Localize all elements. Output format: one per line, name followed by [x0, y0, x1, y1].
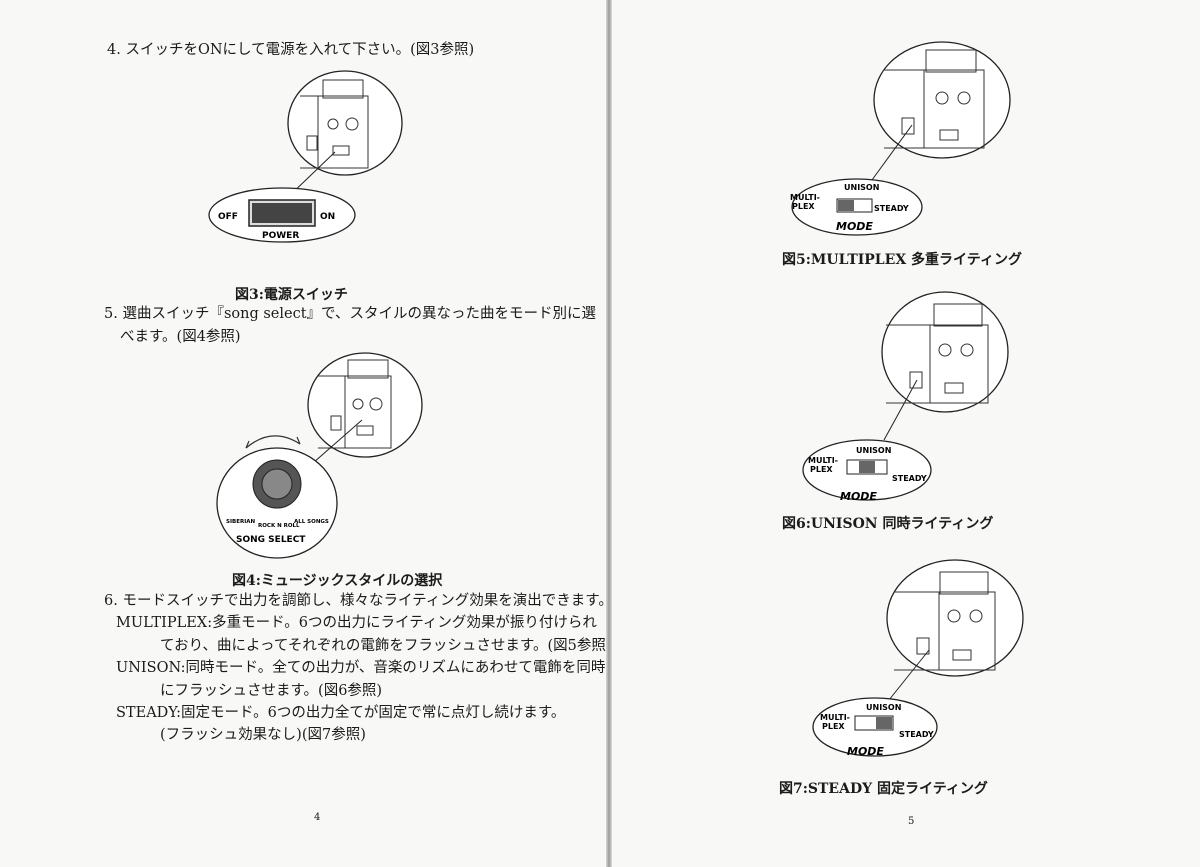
left-page: 4. スイッチをONにして電源を入れて下さい。(図3参照) OFF ON POW…	[104, 42, 613, 823]
fig5-multi-label: MULTI-	[790, 193, 820, 202]
fig7-multi-label: MULTI-	[820, 713, 850, 722]
steady-line-1: STEADY:固定モード。6つの出力全てが固定で常に点灯し続けます。	[116, 705, 566, 721]
page-number-left: 4	[314, 812, 321, 823]
fig3-power-label: POWER	[262, 231, 299, 241]
fig6-steady-label: STEADY	[892, 474, 927, 483]
book-gutter	[606, 0, 612, 867]
fig7-plex-label: PLEX	[822, 722, 845, 731]
fig3-on-label: ON	[320, 212, 335, 222]
page-number-right: 5	[908, 816, 915, 827]
figure-5-caption: 図5:MULTIPLEX 多重ライティング	[782, 252, 1022, 268]
unison-line-1: UNISON:同時モード。全ての出力が、音楽のリズムにあわせて電飾を同時	[116, 660, 606, 676]
right-page: UNISON MULTI- PLEX STEADY MODE 図5:MULTIP…	[612, 0, 1200, 867]
fig4-option-rocknroll: ROCK N ROLL	[258, 523, 300, 529]
fig4-select-label: SONG SELECT	[236, 535, 306, 545]
fig5-mode-label: MODE	[836, 220, 873, 233]
step-5-line-2: べます。(図4参照)	[120, 329, 241, 345]
fig7-unison-label: UNISON	[866, 703, 901, 712]
fig6-mode-label: MODE	[840, 490, 877, 503]
unison-line-2: にフラッシュさせます。(図6参照)	[160, 683, 383, 699]
figure-4-caption: 図4:ミュージックスタイルの選択	[232, 573, 443, 589]
fig3-off-label: OFF	[218, 212, 238, 222]
fig7-mode-label: MODE	[847, 745, 884, 758]
multiplex-line-2: ており、曲によってそれぞれの電飾をフラッシュさせます。(図5参照)	[160, 638, 612, 654]
fig6-plex-label: PLEX	[810, 465, 833, 474]
figure-4-song-select: SIBERIAN ROCK N ROLL ALL SONGS SONG SELE…	[216, 352, 423, 559]
fig5-unison-label: UNISON	[844, 183, 879, 192]
multiplex-line-1: MULTIPLEX:多重モード。6つの出力にライティング効果が振り付けられ	[116, 615, 597, 631]
step-4-text: 4. スイッチをONにして電源を入れて下さい。(図3参照)	[107, 42, 475, 58]
figure-3-power-switch: OFF ON POWER	[208, 70, 403, 243]
figure-7-caption: 図7:STEADY 固定ライティング	[779, 781, 988, 797]
step-5-line-1: 5. 選曲スイッチ『song select』で、スタイルの異なった曲をモード別に…	[104, 306, 596, 322]
fig4-option-siberian: SIBERIAN	[226, 519, 255, 525]
figure-6-caption: 図6:UNISON 同時ライティング	[782, 516, 994, 532]
figure-7-steady: UNISON MULTI- PLEX STEADY MODE	[812, 559, 1024, 758]
fig5-steady-label: STEADY	[874, 204, 909, 213]
fig7-steady-label: STEADY	[899, 730, 934, 739]
figure-5-multiplex: UNISON MULTI- PLEX STEADY MODE	[790, 41, 1011, 236]
step-6-line-1: 6. モードスイッチで出力を調節し、様々なライティング効果を演出できます。	[104, 593, 613, 609]
fig6-multi-label: MULTI-	[808, 456, 838, 465]
figure-3-caption: 図3:電源スイッチ	[235, 287, 348, 303]
figure-6-unison: UNISON MULTI- PLEX STEADY MODE	[802, 291, 1009, 503]
fig4-option-allsongs: ALL SONGS	[294, 519, 329, 525]
fig5-plex-label: PLEX	[792, 202, 815, 211]
fig6-unison-label: UNISON	[856, 446, 891, 455]
steady-line-2: (フラッシュ効果なし)(図7参照)	[160, 727, 366, 743]
